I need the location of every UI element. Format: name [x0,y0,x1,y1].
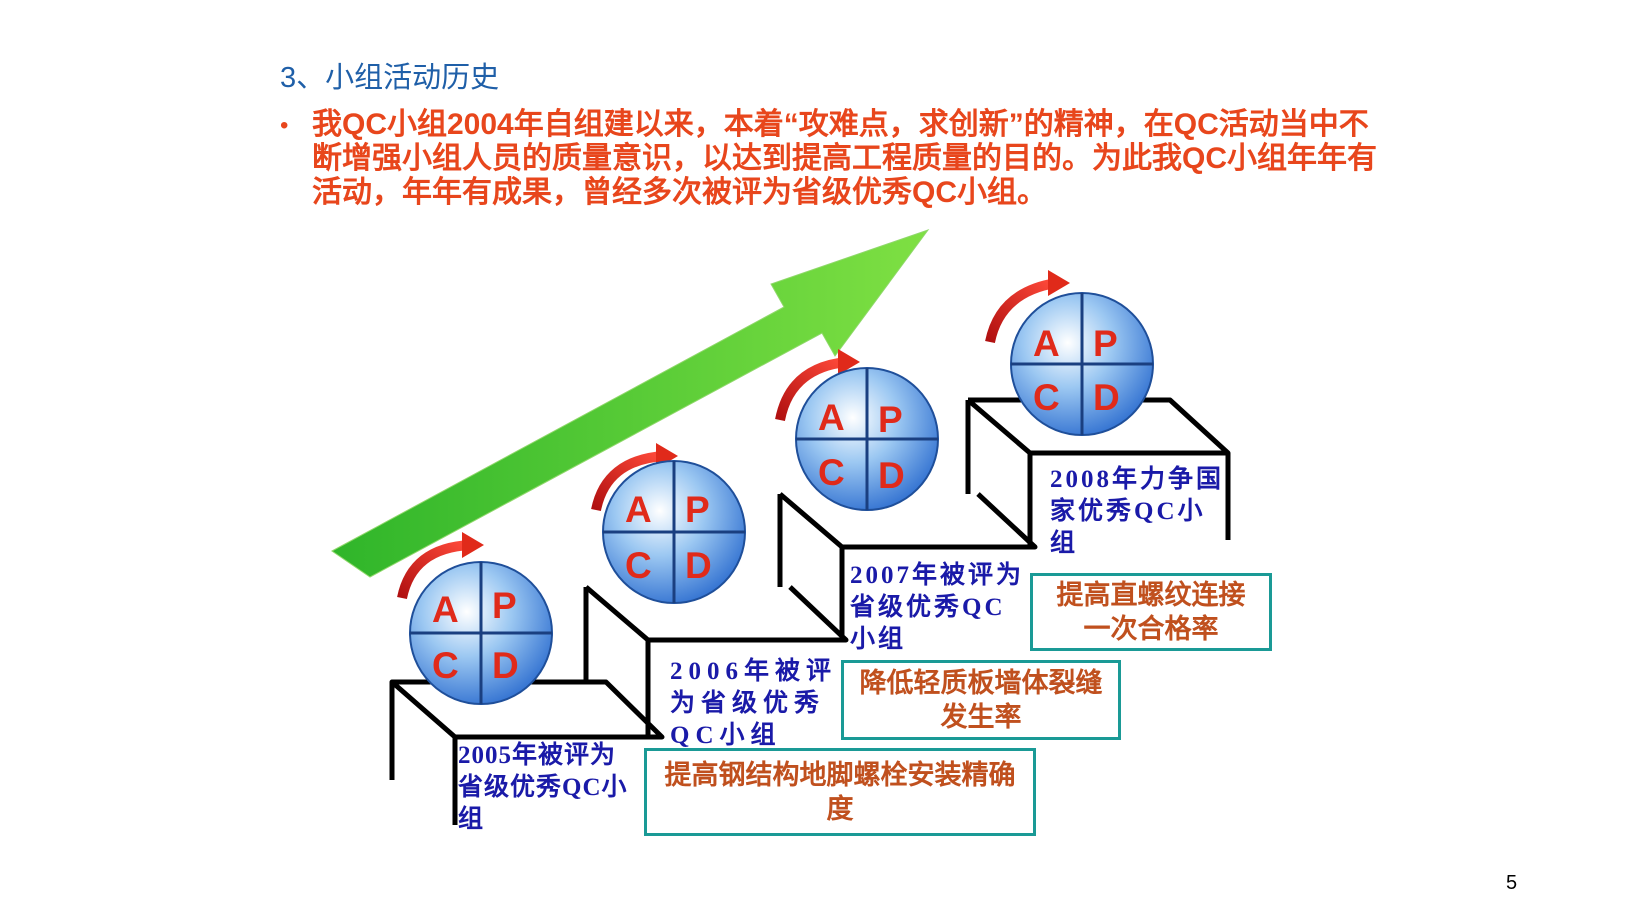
cycle-arrow-icon [397,540,471,600]
svg-text:D: D [685,545,712,586]
step-label-2006: 2006年被评为省级优秀QC小组 [670,658,838,749]
pdca-cycle-3: A P C D [775,349,939,511]
svg-text:C: C [625,545,652,586]
svg-text:D: D [878,455,905,496]
page-number: 5 [1506,872,1518,894]
svg-text:P: P [492,585,517,626]
svg-text:P: P [1093,323,1118,364]
svg-text:A: A [625,489,652,530]
bullet-text: 我QC小组2004年自组建以来，本着“攻难点，求创新”的精神，在QC活动当中不断… [312,108,1377,209]
bullet-marker: • [280,112,289,139]
step-label-2007: 2007年被评为省级优秀QC小组 [850,562,1025,653]
growth-arrow [331,229,930,578]
bullet-paragraph: • 我QC小组2004年自组建以来，本着“攻难点，求创新”的精神，在QC活动当中… [280,108,1390,210]
pdca-cycle-4: A P C D [985,270,1154,436]
svg-text:A: A [1033,323,1060,364]
svg-text:C: C [1033,377,1060,418]
achievement-box-1: 提高钢结构地脚螺栓安装精确度 [644,748,1036,836]
svg-text:D: D [492,645,519,686]
cycle-arrow-icon [591,451,665,512]
step-label-2005: 2005年被评为省级优秀QC小组 [458,742,628,833]
svg-text:A: A [432,589,459,630]
step-label-2008: 2008年力争国家优秀QC小组 [1050,466,1225,557]
svg-text:P: P [878,399,903,440]
svg-text:D: D [1093,377,1120,418]
cycle-arrow-icon [985,278,1057,344]
svg-text:C: C [432,645,459,686]
achievement-box-3: 提高直螺纹连接一次合格率 [1030,573,1272,651]
svg-text:A: A [818,397,845,438]
slide-title: 3、小组活动历史 [280,62,500,94]
cycle-arrow-icon [775,357,847,422]
pdca-cycle-2: A P C D [591,443,746,604]
svg-text:P: P [685,489,710,530]
achievement-box-2: 降低轻质板墙体裂缝发生率 [841,660,1121,740]
svg-text:C: C [818,452,845,493]
pdca-cycle-1: A P C D [397,532,553,705]
